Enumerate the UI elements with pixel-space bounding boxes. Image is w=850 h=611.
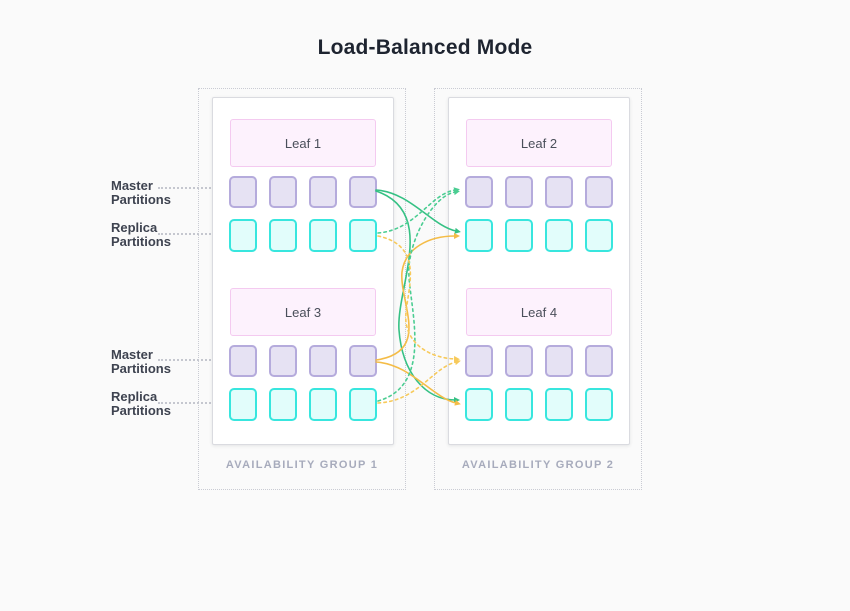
master-partition-box [349, 176, 377, 208]
master-partition-box [309, 176, 337, 208]
leaf-2-header: Leaf 2 [466, 119, 612, 167]
replica-partition-box [465, 388, 493, 421]
leaf-2-replica-row [465, 219, 613, 252]
leaf-3-master-row [229, 345, 377, 377]
replica-partitions-label-bottom: Replica Partitions [111, 389, 171, 418]
master-partition-box [309, 345, 337, 377]
leaf-1-replica-row [229, 219, 377, 252]
leaf-1-master-row [229, 176, 377, 208]
replica-partition-box [349, 388, 377, 421]
replica-partition-box [269, 388, 297, 421]
master-partition-box [585, 345, 613, 377]
master-partition-box [585, 176, 613, 208]
availability-group-1-label: AVAILABILITY GROUP 1 [225, 459, 379, 471]
leaf-1-header: Leaf 1 [230, 119, 376, 167]
leader-line-master-bottom [158, 359, 227, 361]
master-partitions-label-bottom: Master Partitions [111, 347, 171, 376]
replica-partition-box [545, 219, 573, 252]
replica-partition-box [585, 388, 613, 421]
availability-group-2-label: AVAILABILITY GROUP 2 [461, 459, 615, 471]
replica-partition-box [505, 388, 533, 421]
replica-partition-box [309, 219, 337, 252]
replica-partition-box [229, 219, 257, 252]
master-partition-box [465, 345, 493, 377]
master-partition-box [349, 345, 377, 377]
master-partition-box [229, 176, 257, 208]
leader-line-master-top [158, 187, 227, 189]
master-partition-box [545, 345, 573, 377]
master-partition-box [269, 345, 297, 377]
replica-partition-box [269, 219, 297, 252]
replica-partition-box [585, 219, 613, 252]
leaf-3-replica-row [229, 388, 377, 421]
replica-partition-box [309, 388, 337, 421]
master-partitions-label-top: Master Partitions [111, 178, 171, 207]
diagram-title: Load-Balanced Mode [317, 36, 533, 59]
replica-partition-box [229, 388, 257, 421]
leader-line-replica-bottom [158, 402, 227, 404]
leaf-4-header: Leaf 4 [466, 288, 612, 336]
replica-partition-box [545, 388, 573, 421]
leader-line-replica-top [158, 233, 227, 235]
master-partition-box [545, 176, 573, 208]
leaf-card-group-1: Leaf 1 Leaf 3 [212, 97, 394, 445]
leaf-3-header: Leaf 3 [230, 288, 376, 336]
master-partition-box [465, 176, 493, 208]
master-partition-box [505, 176, 533, 208]
leaf-2-master-row [465, 176, 613, 208]
leaf-card-group-2: Leaf 2 Leaf 4 [448, 97, 630, 445]
replica-partition-box [349, 219, 377, 252]
replica-partitions-label-top: Replica Partitions [111, 220, 171, 249]
leaf-4-replica-row [465, 388, 613, 421]
master-partition-box [269, 176, 297, 208]
master-partition-box [505, 345, 533, 377]
replica-partition-box [505, 219, 533, 252]
replica-partition-box [465, 219, 493, 252]
master-partition-box [229, 345, 257, 377]
leaf-4-master-row [465, 345, 613, 377]
